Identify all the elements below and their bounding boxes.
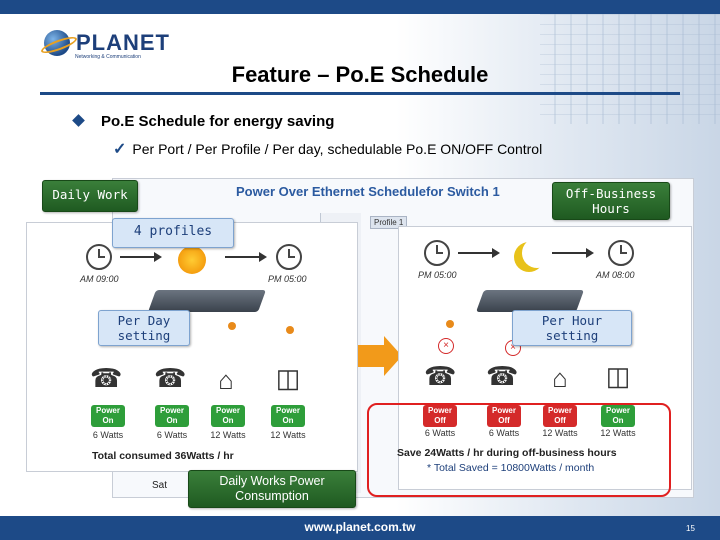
access-point-icon: ⌂: [218, 365, 234, 395]
savings-highlight-box: [367, 403, 671, 497]
watt-label: 12 Watts: [270, 430, 306, 440]
phone-icon: ☎: [90, 363, 123, 393]
power-status-badge: Power Off: [487, 405, 521, 427]
title-divider: [40, 92, 680, 95]
watt-label: 6 Watts: [156, 430, 188, 440]
watt-label: 6 Watts: [488, 428, 520, 438]
arrow-icon: [225, 252, 267, 262]
start-time-label: PM 05:00: [418, 270, 457, 280]
logo-subtitle: Networking & Communication: [75, 54, 141, 60]
day-label-sat: Sat: [152, 480, 168, 491]
arrow-icon: [552, 248, 594, 258]
profile-tab[interactable]: Profile 1: [370, 216, 408, 229]
callout-off-business-hours: Off-Business Hours: [552, 182, 670, 220]
watt-label: 12 Watts: [600, 428, 636, 438]
power-status-badge: Power On: [271, 405, 305, 427]
access-point-icon: ⌂: [552, 363, 568, 393]
callout-per-hour: Per Hour setting: [512, 310, 632, 346]
callout-daily-work: Daily Work: [42, 180, 138, 212]
server-rack-background: [540, 14, 720, 124]
phone-icon: ☎: [154, 363, 187, 393]
total-consumed-label: Total consumed 36Watts / hr: [92, 450, 234, 462]
sun-icon: [178, 246, 206, 274]
camera-icon: ◫: [275, 363, 301, 393]
power-status-badge: Power On: [155, 405, 189, 427]
savings-line: Save 24Watts / hr during off-business ho…: [397, 447, 617, 459]
watt-label: 6 Watts: [92, 430, 124, 440]
switch-icon: [475, 290, 585, 312]
clock-icon: [608, 240, 634, 266]
power-status-badge: Power On: [211, 405, 245, 427]
bullet-sub-text: Per Port / Per Profile / Per day, schedu…: [132, 141, 543, 157]
switch-icon: [147, 290, 267, 312]
logo-text: PLANET: [76, 30, 170, 55]
port-dot: [446, 320, 454, 328]
watt-label: 12 Watts: [542, 428, 578, 438]
watt-label: 6 Watts: [424, 428, 456, 438]
total-saved-line: * Total Saved = 10800Watts / month: [427, 462, 595, 474]
power-status-badge: Power On: [91, 405, 125, 427]
watt-label: 12 Watts: [210, 430, 246, 440]
bullet-main: Po.E Schedule for energy saving: [72, 113, 335, 130]
page-title: Feature – Po.E Schedule: [231, 62, 489, 87]
start-time-label: AM 09:00: [80, 274, 119, 284]
callout-daily-works-consumption: Daily Works Power Consumption: [188, 470, 356, 508]
end-time-label: PM 05:00: [268, 274, 307, 284]
bullet-main-text: Po.E Schedule for energy saving: [101, 113, 335, 130]
callout-per-day: Per Day setting: [98, 310, 190, 346]
globe-icon: [44, 30, 70, 56]
power-status-badge: Power Off: [543, 405, 577, 427]
clock-icon: [86, 244, 112, 270]
top-bar: [0, 0, 720, 14]
disabled-x-icon: ×: [438, 338, 454, 354]
planet-logo: PLANET: [44, 30, 170, 56]
port-dot: [286, 326, 294, 334]
moon-icon: [522, 238, 552, 268]
footer-url[interactable]: www.planet.com.tw: [304, 520, 416, 534]
arrow-icon: [120, 252, 162, 262]
checkmark-icon: ✓: [113, 141, 127, 158]
schedule-window-title: Power Over Ethernet Schedulefor Switch 1: [236, 184, 500, 199]
phone-icon: ☎: [486, 361, 519, 391]
transition-arrow-icon: [358, 336, 402, 376]
footer-bar: [0, 516, 720, 540]
end-time-label: AM 08:00: [596, 270, 635, 280]
arrow-icon: [458, 248, 500, 258]
phone-icon: ☎: [424, 361, 457, 391]
port-dot: [228, 322, 236, 330]
clock-icon: [424, 240, 450, 266]
bullet-sub: ✓ Per Port / Per Profile / Per day, sched…: [113, 139, 542, 159]
off-business-panel: [398, 226, 692, 490]
clock-icon: [276, 244, 302, 270]
power-status-badge: Power Off: [423, 405, 457, 427]
power-status-badge: Power On: [601, 405, 635, 427]
callout-profiles: 4 profiles: [112, 218, 234, 248]
camera-icon: ◫: [605, 361, 631, 391]
page-number: 15: [686, 524, 695, 533]
diamond-bullet-icon: [72, 114, 85, 127]
